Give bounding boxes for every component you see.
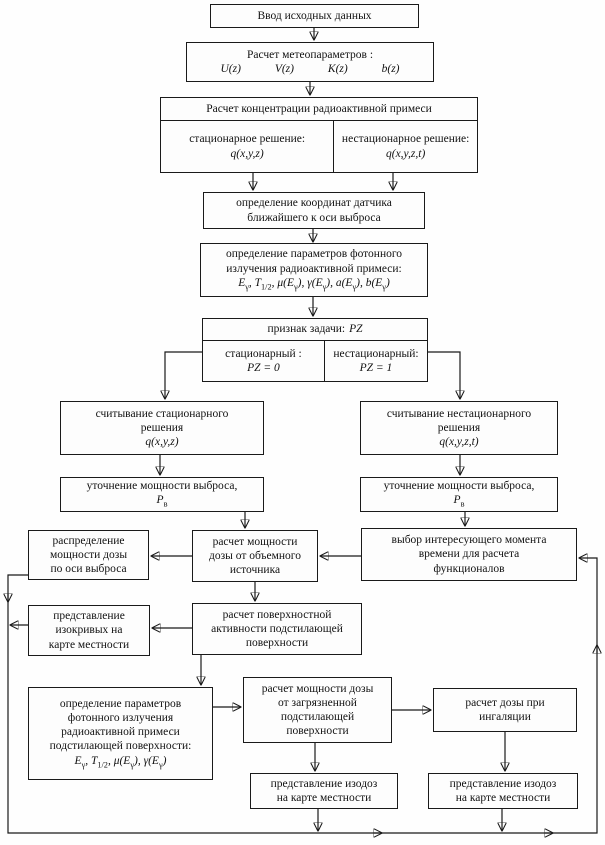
node-formula: Pв (453, 494, 465, 509)
node-task-flag: признак задачи: PZ стационарный : PZ = 0… (202, 318, 428, 382)
formula-vz: V(z) (274, 63, 294, 75)
node-dose-inhalation: расчет дозы при ингаляции (433, 688, 577, 732)
node-line: активности подстилающей (211, 622, 343, 635)
node-time-select: выбор интересующего момента времени для … (361, 528, 577, 581)
node-line: поверхности (286, 725, 349, 738)
node-line: считывание стационарного (95, 407, 229, 420)
node-label: Расчет метеопараметров : (246, 48, 374, 61)
cell-formula: q(x,y,z,t) (386, 147, 426, 160)
node-line: поверхности (245, 637, 309, 650)
meteo-formulas: U(z) V(z) K(z) b(z) (204, 62, 417, 76)
node-line: подстилающей поверхности: (49, 740, 192, 753)
node-line: излучения радиоактивной примеси: (226, 262, 402, 275)
node-line: подстилающей (280, 711, 355, 723)
node-meteo-params: Расчет метеопараметров : U(z) V(z) K(z) … (186, 42, 434, 82)
node-line: изокривых на (55, 624, 123, 637)
node-line: решения (140, 421, 184, 434)
edge-taskflag-to-read-stationary (165, 351, 202, 398)
node-dose-contaminated-surface: расчет мощности дозы от загрязненной под… (243, 677, 392, 743)
node-line: дозы от объемного (209, 549, 301, 562)
node-line: представление (53, 610, 125, 623)
node-line: карте местности (48, 638, 130, 651)
node-line: фотонного излучения (67, 711, 174, 724)
cell-formula: q(x,y,z) (230, 147, 264, 160)
node-sensor-coords: определение координат датчика ближайшего… (203, 192, 425, 229)
node-formula: Pв (156, 494, 168, 509)
node-line: выбор интересующего момента (391, 534, 547, 547)
formula-uz: U(z) (220, 63, 241, 75)
node-line: функционалов (433, 562, 505, 575)
task-flag-header: признак задачи: PZ (203, 319, 427, 341)
cell-label: нестационарный: (333, 347, 419, 360)
node-line: расчет поверхностной (222, 608, 332, 621)
node-refine-power-left: уточнение мощности выброса, Pв (60, 477, 264, 512)
node-line: уточнение мощности выброса, (86, 480, 238, 493)
cell-nonstationary-flag: нестационарный: PZ = 1 (325, 341, 427, 381)
formula-bz: b(z) (381, 63, 400, 75)
node-line: распределение (52, 534, 125, 547)
node-dose-axis-distribution: распределение мощности дозы по оси выбро… (28, 530, 149, 580)
node-formula: Eγ, T1/2, μ(Eγ), γ(Eγ) (74, 754, 167, 770)
node-read-nonstationary: считывание нестационарного решения q(x,y… (360, 401, 558, 455)
concentration-cells: стационарное решение: q(x,y,z) нестацион… (161, 121, 477, 172)
node-line: представление изодоз (449, 777, 557, 790)
node-formula: q(x,y,z,t) (439, 436, 479, 449)
node-line: на карте местности (276, 792, 372, 804)
node-refine-power-right: уточнение мощности выброса, Pв (360, 477, 558, 512)
formula-kz: K(z) (327, 63, 348, 75)
node-photon-surface-params: определение параметров фотонного излучен… (28, 687, 213, 780)
node-label: Расчет концентрации радиоактивной примес… (206, 102, 432, 115)
node-line: радиоактивной примеси (61, 726, 180, 739)
node-dose-volume-source: расчет мощности дозы от объемного источн… (192, 530, 318, 582)
node-line: на карте местности (455, 792, 551, 804)
node-line: ингаляции (479, 711, 531, 723)
node-line: по оси выброса (50, 563, 127, 576)
header-label: признак задачи: (267, 323, 346, 336)
node-read-stationary: считывание стационарного решения q(x,y,z… (60, 401, 264, 455)
cell-stationary-solution: стационарное решение: q(x,y,z) (161, 121, 335, 172)
node-isodose-map-right: представление изодоз на карте местности (428, 773, 578, 809)
node-line: определение параметров фотонного (225, 248, 403, 261)
node-line: ближайшего к оси выброса (247, 211, 381, 224)
node-label: Ввод исходных данных (257, 9, 372, 22)
node-line: расчет мощности дозы (261, 682, 374, 695)
node-photon-params: определение параметров фотонного излучен… (200, 243, 428, 297)
concentration-header: Расчет концентрации радиоактивной примес… (161, 98, 477, 121)
node-line: представление изодоз (270, 777, 378, 790)
task-flag-cells: стационарный : PZ = 0 нестационарный: PZ… (203, 341, 427, 381)
node-formula: Eγ, T1/2, μ(Eγ), γ(Eγ), a(Eγ), b(Eγ) (238, 276, 390, 292)
node-line: определение координат датчика (236, 197, 392, 210)
node-line: решения (437, 421, 481, 434)
node-surface-activity: расчет поверхностной активности подстила… (192, 603, 362, 655)
cell-label: нестационарное решение: (341, 133, 470, 146)
node-line: считывание нестационарного (386, 407, 532, 420)
node-line: мощности дозы (49, 548, 128, 561)
node-formula: q(x,y,z) (145, 436, 179, 449)
cell-label: стационарный : (225, 347, 302, 360)
edge-taskflag-to-read-nonstationary (428, 351, 460, 398)
node-isolines-map: представление изокривых на карте местнос… (28, 605, 150, 656)
cell-formula: PZ = 1 (359, 362, 393, 374)
cell-nonstationary-solution: нестационарное решение: q(x,y,z,t) (334, 121, 477, 172)
header-variable: PZ (349, 323, 363, 336)
node-line: уточнение мощности выброса, (383, 480, 535, 493)
node-line: времени для расчета (418, 548, 520, 561)
node-line: определение параметров (59, 697, 182, 710)
cell-label: стационарное решение: (189, 133, 306, 146)
cell-formula: PZ = 0 (247, 362, 280, 374)
node-concentration: Расчет концентрации радиоактивной примес… (160, 97, 478, 173)
node-input-data: Ввод исходных данных (210, 4, 419, 28)
node-isodose-map-left: представление изодоз на карте местности (250, 773, 398, 809)
node-line: расчет мощности (212, 535, 298, 548)
node-line: расчет дозы при (465, 696, 545, 709)
cell-stationary-flag: стационарный : PZ = 0 (203, 341, 325, 381)
node-line: источника (229, 564, 281, 577)
node-line: от загрязненной (278, 696, 357, 709)
